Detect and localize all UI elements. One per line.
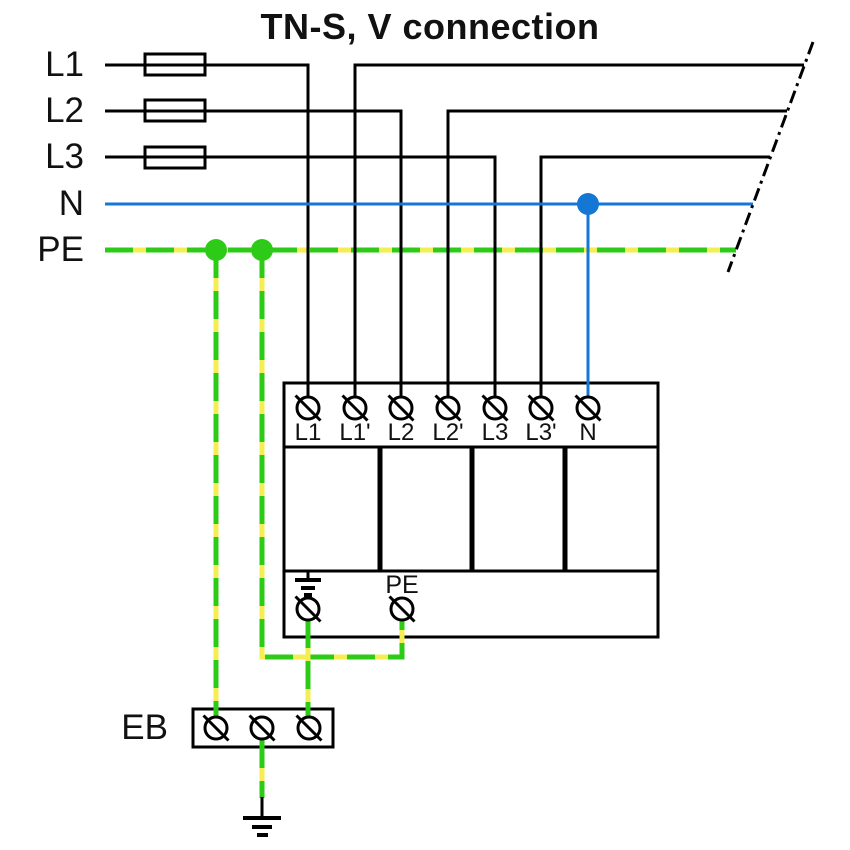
supply-label-n: N bbox=[58, 184, 84, 223]
spd-device-box bbox=[282, 381, 660, 639]
neutral-wires bbox=[105, 193, 753, 400]
terminal-device-pe bbox=[388, 595, 416, 623]
pe-conductors bbox=[105, 247, 736, 798]
terminal-device-earth bbox=[294, 595, 322, 623]
terminal-l3-prime bbox=[527, 394, 555, 422]
terminal-l1-prime bbox=[341, 394, 369, 422]
supply-label-l3: L3 bbox=[45, 137, 84, 176]
fuse-l3-icon bbox=[143, 145, 207, 170]
terminal-l2-prime bbox=[434, 394, 462, 422]
device-pe-label: PE bbox=[385, 571, 419, 599]
phase-l3-wires bbox=[105, 155, 770, 400]
terminal-eb-2 bbox=[248, 714, 276, 742]
device-terminal-label-l2: L2 bbox=[387, 419, 415, 446]
terminal-l2 bbox=[387, 394, 415, 422]
terminal-eb-1 bbox=[202, 714, 230, 742]
supply-label-l1: L1 bbox=[45, 45, 84, 84]
device-earth-icon bbox=[295, 571, 321, 597]
continuation-cut-line bbox=[726, 41, 815, 273]
pe-junction-dot-1 bbox=[205, 239, 227, 261]
fuse-l1-icon bbox=[143, 52, 207, 77]
ground-earth-icon bbox=[243, 797, 281, 837]
neutral-junction-dot bbox=[577, 193, 599, 215]
terminal-l3 bbox=[481, 394, 509, 422]
supply-label-pe: PE bbox=[37, 230, 84, 269]
supply-label-l2: L2 bbox=[45, 91, 84, 130]
eb-label: EB bbox=[121, 708, 168, 747]
device-terminal-label-l2-prime: L2' bbox=[432, 419, 464, 446]
device-terminal-label-l1-prime: L1' bbox=[339, 419, 371, 446]
phase-l1-wires bbox=[105, 63, 804, 400]
pe-junction-dot-2 bbox=[251, 239, 273, 261]
terminal-l1 bbox=[294, 394, 322, 422]
device-terminal-label-l3-prime: L3' bbox=[525, 419, 557, 446]
terminal-n bbox=[574, 394, 602, 422]
device-terminal-label-l3: L3 bbox=[481, 419, 509, 446]
device-terminal-label-n: N bbox=[579, 419, 597, 446]
diagram-title: TN-S, V connection bbox=[260, 6, 600, 47]
fuse-l2-icon bbox=[143, 98, 207, 123]
terminal-eb-3 bbox=[295, 714, 323, 742]
device-terminal-label-l1: L1 bbox=[294, 419, 322, 446]
